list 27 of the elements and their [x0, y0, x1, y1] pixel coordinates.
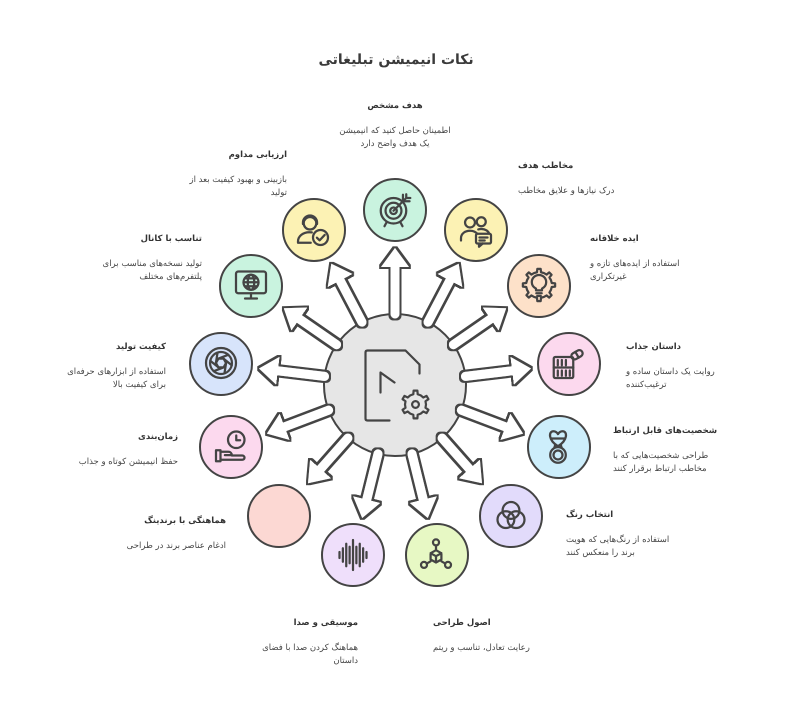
- tip-description: هماهنگ کردن صدا با فضای داستان: [261, 642, 358, 668]
- tip-heading: داستان جذاب: [626, 341, 682, 354]
- tip-description: استفاده از ایده‌های تازه و غیرتکراری: [590, 258, 680, 284]
- tip-description: اطمینان حاصل کنید که انیمیشن یک هدف واضح دارد: [338, 125, 452, 151]
- tip-heading: هدف مشخص: [367, 100, 423, 113]
- tip-heading: ارزیابی مداوم: [228, 149, 287, 162]
- tip-description: بازبینی و بهبود کیفیت بعد از تولید: [188, 174, 287, 200]
- tip-description: ادغام عناصر برند در طراحی: [126, 540, 226, 553]
- tip-description: رعایت تعادل، تناسب و ریتم: [433, 642, 531, 655]
- tip-description: استفاده از رنگ‌هایی که هویت برند را منعکس کنند: [566, 534, 670, 560]
- tip-description: حفظ انیمیشن کوتاه و جذاب: [78, 456, 178, 469]
- tip-heading: مخاطب هدف: [518, 160, 574, 173]
- tip-heading: هماهنگی با برندینگ: [144, 515, 226, 528]
- tip-heading: ایده خلاقانه: [590, 233, 639, 246]
- tip-heading: شخصیت‌های قابل ارتباط: [613, 425, 718, 438]
- tip-heading: انتخاب رنگ: [566, 509, 614, 522]
- tip-heading: زمان‌بندی: [138, 431, 178, 444]
- tip-heading: کیفیت تولید: [116, 341, 166, 354]
- tip-description: استفاده از ابزارهای حرفه‌ای برای کیفیت بالا: [66, 366, 166, 392]
- tip-heading: موسیقی و صدا: [294, 617, 358, 630]
- tip-heading: اصول طراحی: [433, 617, 491, 630]
- tip-description: روایت یک داستان ساده و ترغیب‌کننده: [626, 366, 716, 392]
- tip-heading: تناسب با کانال: [140, 233, 202, 246]
- tip-description: طراحی شخصیت‌هایی که با مخاطب ارتباط برقرار کنند: [613, 450, 710, 476]
- title: نکات انیمیشن تبلیغاتی: [318, 51, 474, 70]
- tip-description: تولید نسخه‌های مناسب برای پلتفرم‌های مختلف: [102, 258, 202, 284]
- tip-description: درک نیازها و علایق مخاطب: [518, 185, 616, 198]
